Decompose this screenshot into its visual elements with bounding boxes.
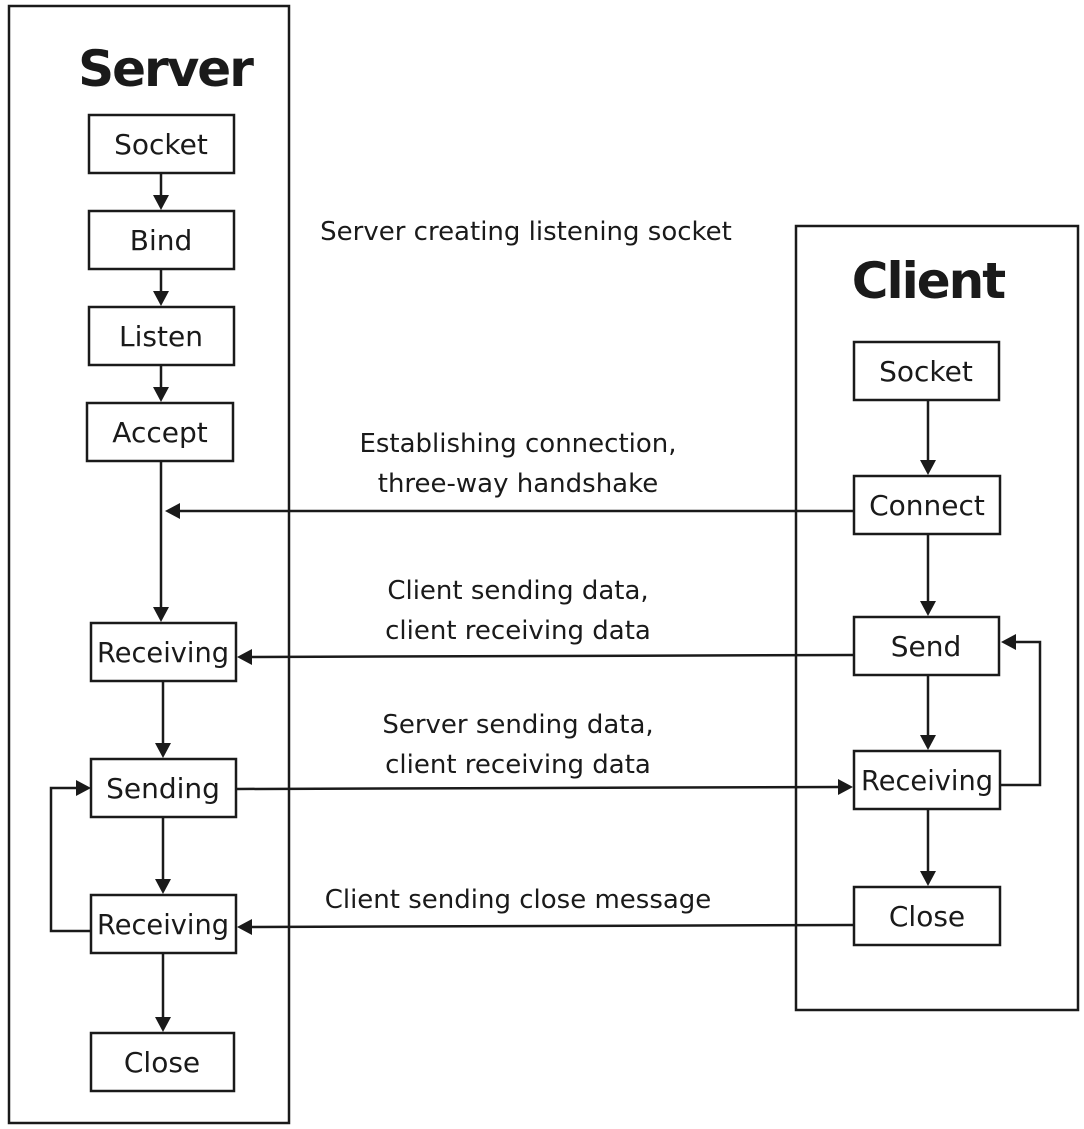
arrow-client-send-data [237, 649, 855, 665]
listening-socket-label: Server creating listening socket [320, 217, 732, 247]
client-send-label-line-1: Client sending data, [387, 576, 648, 606]
client-close-label: Close [889, 900, 965, 933]
handshake-label-line-1: Establishing connection, [359, 429, 676, 459]
server-bind-box [87, 209, 236, 271]
server-bind-label: Bind [130, 224, 193, 257]
server-send-label-line-2: client receiving data [385, 750, 651, 780]
client-close-box [852, 885, 1002, 947]
client-connect-label: Connect [869, 489, 985, 522]
client-title: Client [852, 252, 1005, 310]
arrow-server-receiving-to-close [155, 953, 171, 1032]
arrow-server-receiving-to-sending [155, 681, 171, 758]
server-socket-label: Socket [114, 128, 208, 161]
arrow-client-receiving-to-close [920, 809, 936, 886]
client-send-box [852, 615, 1001, 677]
server-sending-label: Sending [106, 772, 220, 805]
arrow-client-send-to-receiving [920, 675, 936, 750]
client-socket-box [852, 340, 1001, 402]
arrow-server-sending-to-receiving [155, 817, 171, 894]
arrow-client-loop-back [1000, 634, 1042, 787]
server-receiving-label-2: Receiving [97, 908, 229, 941]
server-title: Server [78, 40, 254, 98]
client-receiving-label: Receiving [861, 764, 993, 797]
arrow-server-bind-to-listen [153, 269, 169, 306]
server-receiving-label-1: Receiving [97, 636, 229, 669]
server-listen-label: Listen [119, 320, 203, 353]
arrow-server-listen-to-accept [153, 365, 169, 402]
server-accept-box [85, 401, 235, 463]
arrow-server-loop-back [49, 780, 91, 933]
arrow-server-send-data [235, 779, 853, 795]
server-close-box [89, 1031, 236, 1093]
arrow-close-message [237, 919, 855, 935]
client-send-label: Send [891, 630, 962, 663]
close-message-label: Client sending close message [325, 885, 712, 915]
arrow-client-socket-to-connect [920, 400, 936, 475]
arrow-server-accept-to-receiving [153, 461, 169, 622]
client-send-label-line-2: client receiving data [385, 616, 651, 646]
arrow-handshake [165, 503, 854, 519]
handshake-label-line-2: three-way handshake [378, 469, 659, 499]
arrow-server-socket-to-bind [153, 173, 169, 210]
server-close-label: Close [124, 1046, 200, 1079]
arrow-client-connect-to-send [920, 534, 936, 616]
client-connect-box [852, 474, 1002, 536]
client-receiving-box [852, 749, 1002, 811]
client-socket-label: Socket [879, 355, 973, 388]
server-send-label-line-1: Server sending data, [382, 710, 653, 740]
server-accept-label: Accept [112, 416, 207, 449]
